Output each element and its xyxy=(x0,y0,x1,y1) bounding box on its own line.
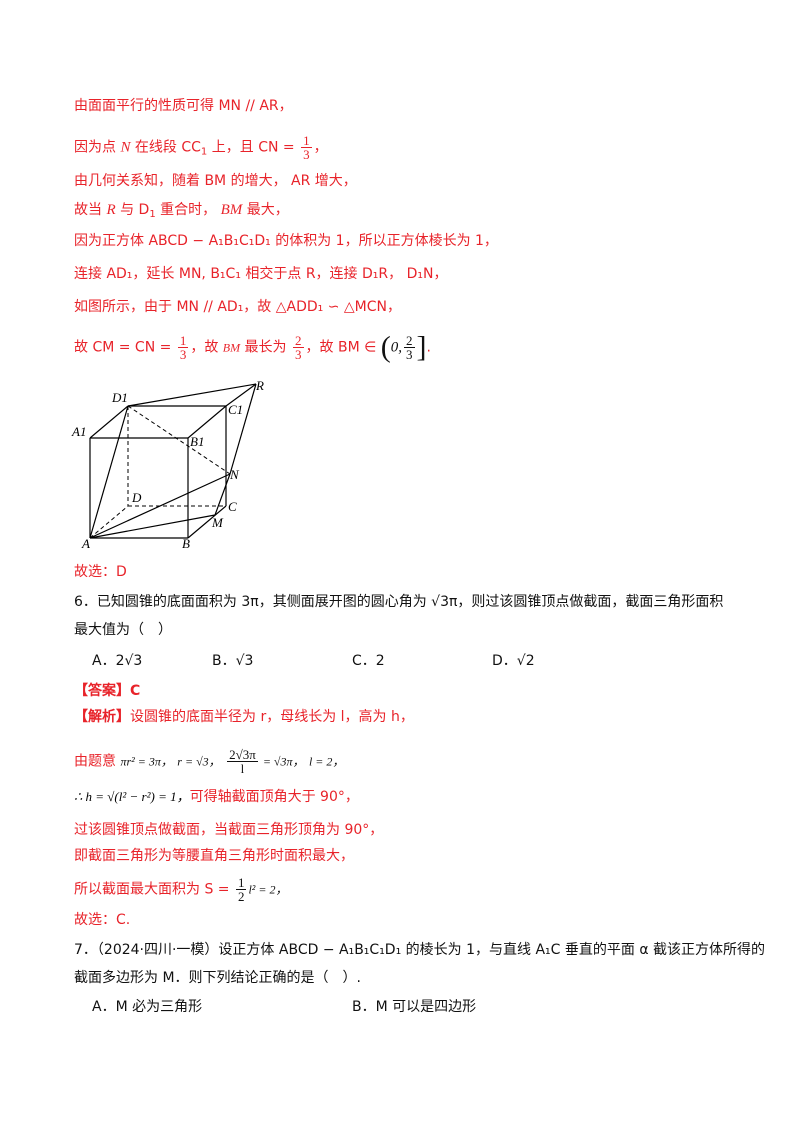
subscript: 1 xyxy=(200,146,208,158)
text: 可得轴截面顶角大于 90°， xyxy=(189,789,359,805)
text-line: 故当 R 与 D1 重合时， BM 最大， xyxy=(74,200,289,225)
label: C xyxy=(228,499,237,514)
math: BM xyxy=(220,202,243,218)
math: πr² = 3π， xyxy=(120,754,173,769)
math: r = √3， xyxy=(177,754,221,769)
cube-figure: D1 C1 R A1 B1 N D C M A B xyxy=(71,378,264,550)
analysis-tag: 【解析】 xyxy=(74,709,130,725)
text: 由题意 xyxy=(74,753,121,770)
label: D1 xyxy=(111,390,128,405)
choice-a: A．M 必为三角形 xyxy=(92,999,203,1015)
choice-b: B．√3 xyxy=(212,653,254,669)
label: N xyxy=(229,467,240,482)
text: . xyxy=(426,339,431,356)
text: 因为点 xyxy=(74,139,121,156)
text: 所以截面最大面积为 S = xyxy=(74,881,234,898)
text-line: ∴ h = √(l² − r²) = 1，可得轴截面顶角大于 90°， xyxy=(74,787,359,807)
label: M xyxy=(211,515,224,530)
label: D xyxy=(131,490,142,505)
math: l = 2， xyxy=(308,754,345,769)
text: 设圆锥的底面半径为 r，母线长为 l，高为 h， xyxy=(130,709,414,725)
text-line: 连接 AD₁，延长 MN, B₁C₁ 相交于点 R，连接 D₁R， D₁N， xyxy=(74,266,448,282)
analysis-line: 【解析】设圆锥的底面半径为 r，母线长为 l，高为 h， xyxy=(74,707,414,727)
text: 故当 xyxy=(74,202,107,218)
math: = √3π， xyxy=(259,754,305,769)
text-line: 由几何关系知，随着 BM 的增大， AR 增大， xyxy=(74,173,357,189)
math: l² = 2， xyxy=(248,882,288,897)
choice-c: C．2 xyxy=(352,653,385,669)
text: 与 D xyxy=(115,202,150,218)
math: R xyxy=(106,202,116,218)
text-line: 由面面平行的性质可得 MN // AR， xyxy=(74,98,293,114)
answer-label: 【答案】C xyxy=(74,683,141,699)
choice-b: B．M 可以是四边形 xyxy=(352,999,477,1015)
answer-line: 故选：D xyxy=(74,564,127,580)
text: 故 CM = CN = xyxy=(74,339,176,356)
answer-line: 故选：C. xyxy=(74,912,131,928)
label: B xyxy=(182,536,190,550)
text: 最大， xyxy=(242,202,289,218)
subscript: 1 xyxy=(149,209,156,220)
label: A1 xyxy=(71,424,86,439)
text-line: 即截面三角形为等腰直角三角形时面积最大， xyxy=(74,848,354,864)
label: C1 xyxy=(228,402,243,417)
text: 重合时， xyxy=(155,202,221,218)
question-stem: 最大值为（ ） xyxy=(74,622,172,638)
math: N xyxy=(120,139,131,156)
question-stem: 截面多边形为 M．则下列结论正确的是（ ）. xyxy=(74,970,361,986)
label: R xyxy=(255,378,264,393)
text-line: 过该圆锥顶点做截面，当截面三角形顶角为 90°， xyxy=(74,822,384,838)
question-stem: 6．已知圆锥的底面面积为 3π，其侧面展开图的圆心角为 √3π，则过该圆锥顶点做… xyxy=(74,594,724,610)
text: 最长为 xyxy=(240,339,292,356)
choice-d: D．√2 xyxy=(492,653,535,669)
choice-a: A．2√3 xyxy=(92,653,143,669)
text: ，故 BM ∈ xyxy=(305,339,381,356)
text: 上，且 CN = xyxy=(207,139,300,156)
text: ，故 xyxy=(190,339,223,356)
question-stem: 7．（2024·四川·一模）设正方体 ABCD − A₁B₁C₁D₁ 的棱长为 … xyxy=(74,942,765,958)
text: 在线段 CC xyxy=(130,139,201,156)
math: ∴ h = √(l² − r²) = 1， xyxy=(74,789,190,804)
text-line: 因为正方体 ABCD − A₁B₁C₁D₁ 的体积为 1，所以正方体棱长为 1， xyxy=(74,233,498,249)
label: A xyxy=(81,536,90,550)
math: BM xyxy=(222,340,241,355)
text-line: 如图所示，由于 MN // AD₁，故 △ADD₁ ∽ △MCN， xyxy=(74,299,401,315)
label: B1 xyxy=(190,434,204,449)
text: ， xyxy=(313,139,328,156)
math: 0, xyxy=(390,339,402,356)
